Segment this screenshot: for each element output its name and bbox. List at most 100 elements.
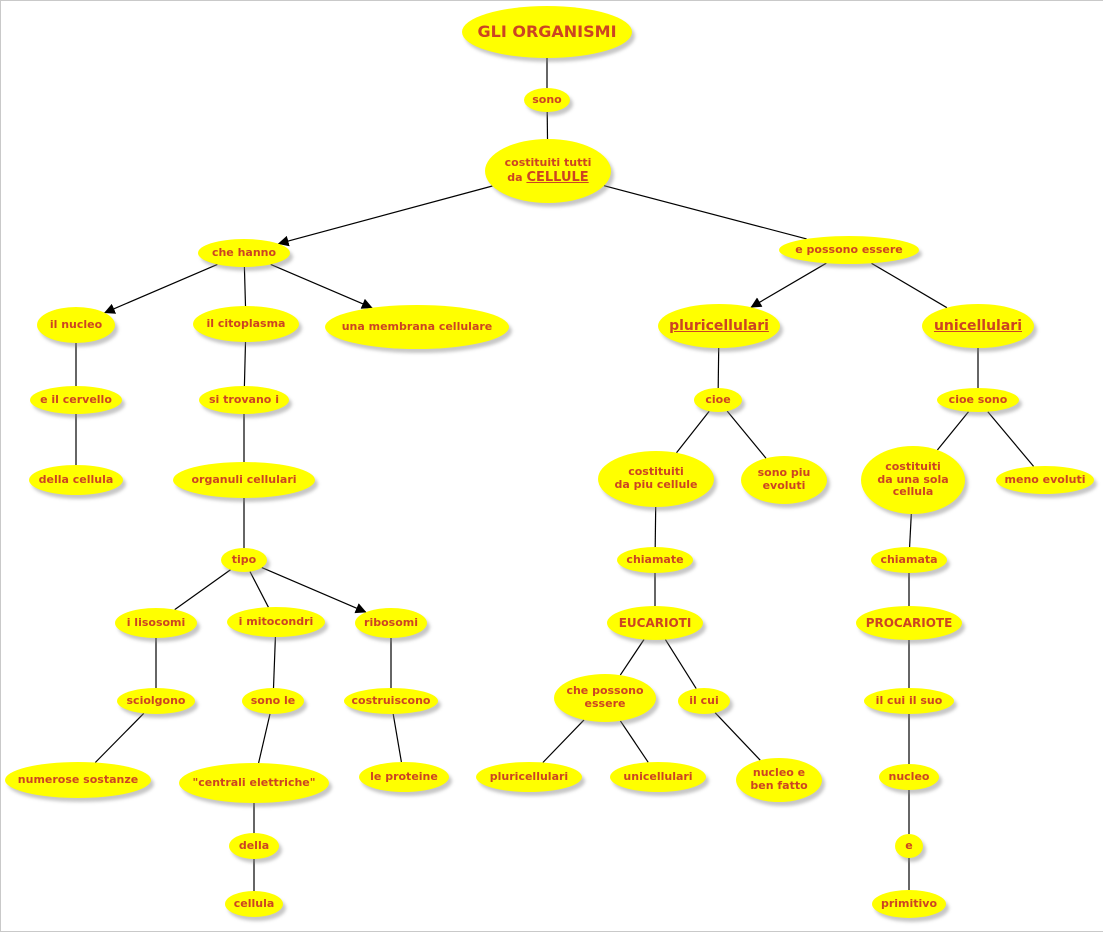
- node-primitivo[interactable]: primitivo: [872, 890, 946, 918]
- edge-cioe-sono-to-meno-evoluti: [988, 412, 1034, 467]
- node-nucleo-ben-fatto[interactable]: nucleo e ben fatto: [736, 758, 822, 802]
- node-label: una membrana cellulare: [342, 321, 493, 334]
- node-label: pluricellulari: [669, 318, 769, 335]
- node-label: il cui: [689, 695, 719, 708]
- node-chiamate[interactable]: chiamate: [617, 547, 693, 573]
- node-nucleo[interactable]: nucleo: [879, 764, 939, 790]
- node-della-cellula[interactable]: della cellula: [29, 465, 123, 495]
- node-organismi[interactable]: GLI ORGANISMI: [462, 6, 632, 58]
- node-label: della cellula: [39, 474, 114, 487]
- node-label: unicellulari: [934, 318, 1022, 335]
- node-che-possono-essere[interactable]: che possono essere: [554, 674, 656, 722]
- node-sono-piu-evoluti[interactable]: sono piu evoluti: [741, 456, 827, 504]
- edge-e-possono-essere-to-pluricellulari-top: [751, 263, 826, 307]
- node-che-hanno[interactable]: che hanno: [198, 239, 290, 267]
- node-label: il nucleo: [50, 319, 102, 332]
- edge-costituiti-sola-to-chiamata: [910, 514, 912, 547]
- node-e-possono-essere[interactable]: e possono essere: [779, 236, 919, 264]
- node-label: che possono essere: [566, 685, 643, 711]
- node-label: e possono essere: [795, 244, 903, 257]
- node-eucarioti[interactable]: EUCARIOTI: [607, 606, 703, 640]
- edge-il-cui-to-nucleo-ben-fatto: [715, 713, 760, 761]
- node-e[interactable]: e: [895, 834, 923, 858]
- node-label-segment: costituiti tutti: [505, 156, 592, 169]
- node-pluricellulari-top[interactable]: pluricellulari: [658, 304, 780, 348]
- node-label: PROCARIOTE: [866, 616, 953, 630]
- node-cellula[interactable]: cellula: [225, 891, 283, 917]
- node-tipo[interactable]: tipo: [221, 548, 267, 572]
- node-le-proteine[interactable]: le proteine: [359, 762, 449, 792]
- edge-costruiscono-to-le-proteine: [393, 714, 401, 762]
- edge-cioe-sono-to-costituiti-sola: [937, 412, 968, 450]
- node-il-cui[interactable]: il cui: [678, 688, 730, 714]
- node-label: cioe: [705, 394, 730, 407]
- node-label: e il cervello: [40, 394, 112, 407]
- node-organuli-cellulari[interactable]: organuli cellulari: [173, 462, 315, 498]
- node-il-nucleo[interactable]: il nucleo: [37, 307, 115, 343]
- node-ribosomi[interactable]: ribosomi: [355, 608, 427, 638]
- node-label: sono le: [251, 695, 296, 708]
- edge-tipo-to-ribosomi: [262, 568, 366, 613]
- edge-cioe-to-sono-piu-evoluti: [727, 411, 766, 458]
- node-meno-evoluti[interactable]: meno evoluti: [996, 466, 1094, 494]
- node-unicellulari-top[interactable]: unicellulari: [922, 304, 1034, 348]
- node-e-il-cervello[interactable]: e il cervello: [30, 386, 122, 414]
- edge-che-possono-essere-to-unicellulari-bottom: [620, 721, 648, 762]
- edge-che-hanno-to-il-citoplasma: [244, 267, 245, 306]
- node-i-lisosomi[interactable]: i lisosomi: [115, 608, 197, 638]
- node-label: chiamata: [880, 554, 937, 567]
- node-label: il citoplasma: [207, 318, 286, 331]
- node-cellule[interactable]: costituiti tutti da CELLULE: [485, 139, 611, 203]
- node-pluricellulari-bottom[interactable]: pluricellulari: [476, 762, 582, 792]
- node-label: nucleo: [889, 771, 930, 784]
- node-membrana[interactable]: una membrana cellulare: [325, 305, 509, 349]
- node-si-trovano-i[interactable]: si trovano i: [199, 386, 289, 414]
- node-costruiscono[interactable]: costruiscono: [344, 688, 438, 714]
- node-label: pluricellulari: [490, 771, 568, 784]
- node-cioe-sono[interactable]: cioe sono: [937, 388, 1019, 412]
- node-label: che hanno: [212, 247, 276, 260]
- edge-il-citoplasma-to-si-trovano-i: [244, 342, 245, 386]
- edge-eucarioti-to-che-possono-essere: [620, 640, 644, 676]
- node-della[interactable]: della: [229, 833, 279, 859]
- node-sono-le[interactable]: sono le: [242, 688, 304, 714]
- node-label: nucleo e ben fatto: [750, 767, 807, 793]
- node-centrali-elettriche[interactable]: "centrali elettriche": [179, 763, 329, 803]
- node-label: meno evoluti: [1005, 474, 1086, 487]
- node-label-segment: da: [507, 171, 526, 184]
- edge-sono-le-to-centrali-elettriche: [259, 714, 270, 763]
- node-label: della: [239, 840, 269, 853]
- node-costituiti-sola[interactable]: costituiti da una sola cellula: [861, 446, 965, 514]
- node-label: costituiti tutti da CELLULE: [505, 157, 592, 185]
- node-chiamata[interactable]: chiamata: [871, 547, 947, 573]
- node-label: i mitocondri: [239, 616, 314, 629]
- node-il-cui-il-suo[interactable]: il cui il suo: [864, 688, 954, 714]
- edge-che-hanno-to-il-nucleo: [105, 264, 218, 312]
- node-label: costruiscono: [352, 695, 431, 708]
- node-cioe[interactable]: cioe: [694, 388, 742, 412]
- node-sono[interactable]: sono: [524, 88, 570, 112]
- node-label-segment: CELLULE: [526, 170, 588, 185]
- node-label: EUCARIOTI: [619, 616, 692, 630]
- node-label: costituiti da una sola cellula: [877, 461, 948, 500]
- node-il-citoplasma[interactable]: il citoplasma: [193, 306, 299, 342]
- edge-tipo-to-i-mitocondri: [250, 572, 268, 608]
- node-label: le proteine: [370, 771, 438, 784]
- node-label: "centrali elettriche": [193, 777, 316, 790]
- node-label: sono: [532, 94, 562, 107]
- edge-cioe-to-costituiti-piu: [677, 411, 710, 453]
- node-i-mitocondri[interactable]: i mitocondri: [227, 607, 325, 637]
- node-label: tipo: [232, 554, 256, 567]
- node-costituiti-piu[interactable]: costituiti da piu cellule: [598, 451, 714, 507]
- node-label: cellula: [234, 898, 275, 911]
- node-label: unicellulari: [623, 771, 692, 784]
- node-procariote[interactable]: PROCARIOTE: [856, 606, 962, 640]
- node-numerose-sostanze[interactable]: numerose sostanze: [5, 762, 151, 798]
- edge-sciolgono-to-numerose-sostanze: [95, 713, 144, 762]
- node-unicellulari-bottom[interactable]: unicellulari: [610, 762, 706, 792]
- node-label: si trovano i: [209, 394, 279, 407]
- node-sciolgono[interactable]: sciolgono: [117, 688, 195, 714]
- node-label: costituiti da piu cellule: [614, 466, 697, 492]
- edge-e-possono-essere-to-unicellulari-top: [872, 263, 947, 307]
